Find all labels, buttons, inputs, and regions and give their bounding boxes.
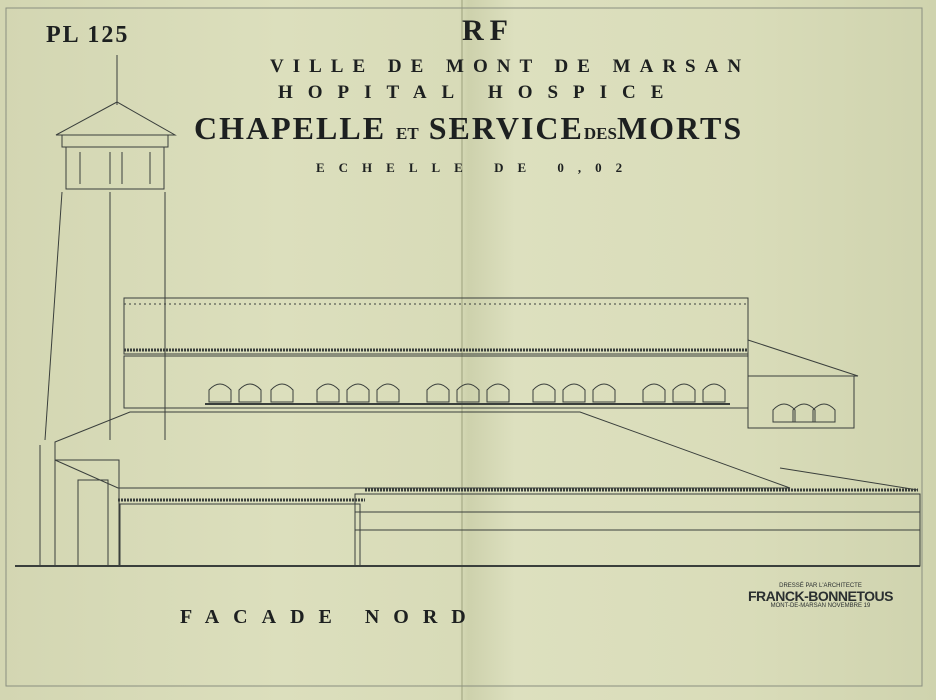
drawing-title: CHAPELLE ET SERVICEDESMORTS: [194, 110, 743, 147]
arched-window: [792, 403, 816, 423]
arched-window: [346, 383, 370, 403]
architect-stamp: DRESSÉ PAR L'ARCHITECTE FRANCK-BONNETOUS…: [748, 583, 893, 609]
ground-floor: [15, 445, 921, 567]
architect-name: FRANCK-BONNETOUS: [748, 588, 893, 604]
sheet-border: [5, 7, 923, 687]
arched-window: [426, 383, 450, 403]
arched-window: [702, 383, 726, 403]
stamp-line: DRESSÉ PAR L'ARCHITECTE: [779, 583, 862, 589]
plate-number: PL 125: [46, 22, 130, 48]
arched-window: [486, 383, 510, 403]
arched-window: [238, 383, 262, 403]
arched-window: [208, 383, 232, 403]
arched-window: [642, 383, 666, 403]
clerestory-windows: [208, 383, 836, 423]
arched-window: [562, 383, 586, 403]
arched-window: [376, 383, 400, 403]
view-label: FACADE NORD: [180, 606, 480, 628]
scale-label: ECHELLE DE 0,02: [316, 160, 637, 175]
arched-window: [592, 383, 616, 403]
title-word: DES: [583, 124, 617, 143]
arched-window: [772, 403, 796, 423]
bell-tower: [44, 55, 177, 441]
city-heading: VILLE DE MONT DE MARSAN: [270, 56, 751, 77]
lower-roofs: [54, 339, 919, 502]
arched-window: [316, 383, 340, 403]
arched-window: [532, 383, 556, 403]
title-word: CHAPELLE: [194, 110, 387, 146]
title-word: MORTS: [616, 110, 744, 146]
emblem-rf: RF: [462, 14, 514, 47]
title-word: ET: [396, 124, 419, 143]
hospital-heading: HOPITAL HOSPICE: [278, 82, 679, 103]
stamp-line: MONT-DE-MARSAN NOVEMBRE 19: [770, 603, 871, 609]
arched-window: [812, 403, 836, 423]
title-word: SERVICE: [428, 110, 584, 146]
arched-window: [672, 383, 696, 403]
arched-window: [270, 383, 294, 403]
arched-window: [456, 383, 480, 403]
nave-upper: [123, 297, 749, 409]
